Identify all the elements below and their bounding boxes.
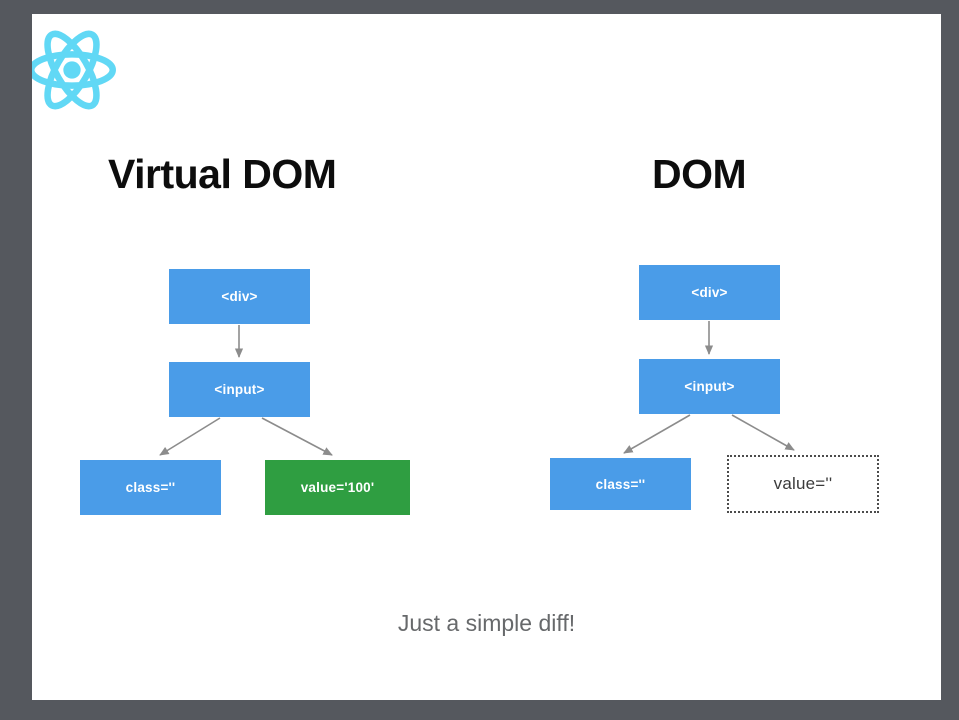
virtual-dom-tree: <div> <input> class='' value='100': [32, 14, 941, 700]
slide-caption: Just a simple diff!: [397, 610, 576, 636]
dom-tree: <div> <input> class='' value='': [32, 14, 941, 700]
vdom-node-input[interactable]: <input>: [169, 362, 310, 417]
heading-virtual-dom: Virtual DOM: [108, 151, 337, 197]
react-logo: [32, 22, 124, 118]
vdom-node-value-attr[interactable]: value='100': [265, 460, 410, 515]
dom-node-class-attr[interactable]: class='': [550, 458, 691, 510]
heading-dom: DOM: [652, 151, 747, 197]
slide-canvas: Virtual DOM DOM <div> <input> class='' v…: [32, 14, 941, 700]
dom-node-input[interactable]: <input>: [639, 359, 780, 414]
dom-node-value-attr[interactable]: value='': [727, 455, 879, 513]
dom-node-div[interactable]: <div>: [639, 265, 780, 320]
vdom-node-class-attr[interactable]: class='': [80, 460, 221, 515]
vdom-node-div[interactable]: <div>: [169, 269, 310, 324]
